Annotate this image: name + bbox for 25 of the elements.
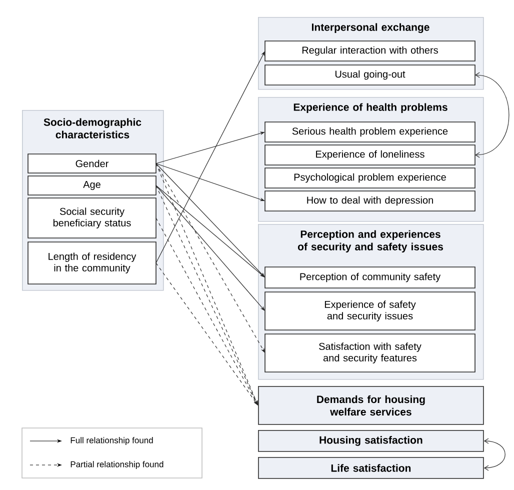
item-box: Experience of safety and security issues [264, 292, 476, 330]
arrow [475, 72, 510, 158]
arrow [156, 163, 265, 278]
legend-label: Partial relationship found [70, 461, 164, 469]
item-box: Length of residency in the community [28, 242, 156, 284]
item-box: Serious health problem experience [264, 122, 476, 142]
item-box: Usual going-out [264, 64, 476, 86]
item-box: Psychological problem experience [264, 168, 476, 188]
outcome-box: Demands for housing welfare services [258, 386, 484, 425]
item-box: Age [28, 176, 156, 196]
outcome-box: Housing satisfaction [258, 430, 484, 452]
item-box: How to deal with depression [264, 190, 476, 212]
item-box: Gender [28, 154, 156, 174]
outcome-box: Life satisfaction [258, 457, 484, 479]
arrow [156, 185, 265, 311]
legend-label: Full relationship found [70, 437, 153, 445]
arrow [156, 185, 265, 278]
item-box: Social security beneficiary status [28, 198, 156, 238]
item-box: Perception of community safety [264, 266, 476, 288]
item-box: Experience of loneliness [264, 144, 476, 166]
arrow [484, 438, 506, 471]
item-box: Regular interaction with others [264, 40, 476, 62]
arrow [156, 163, 265, 353]
arrow [156, 262, 258, 406]
item-box: Satisfaction with safety and security features [264, 334, 476, 372]
